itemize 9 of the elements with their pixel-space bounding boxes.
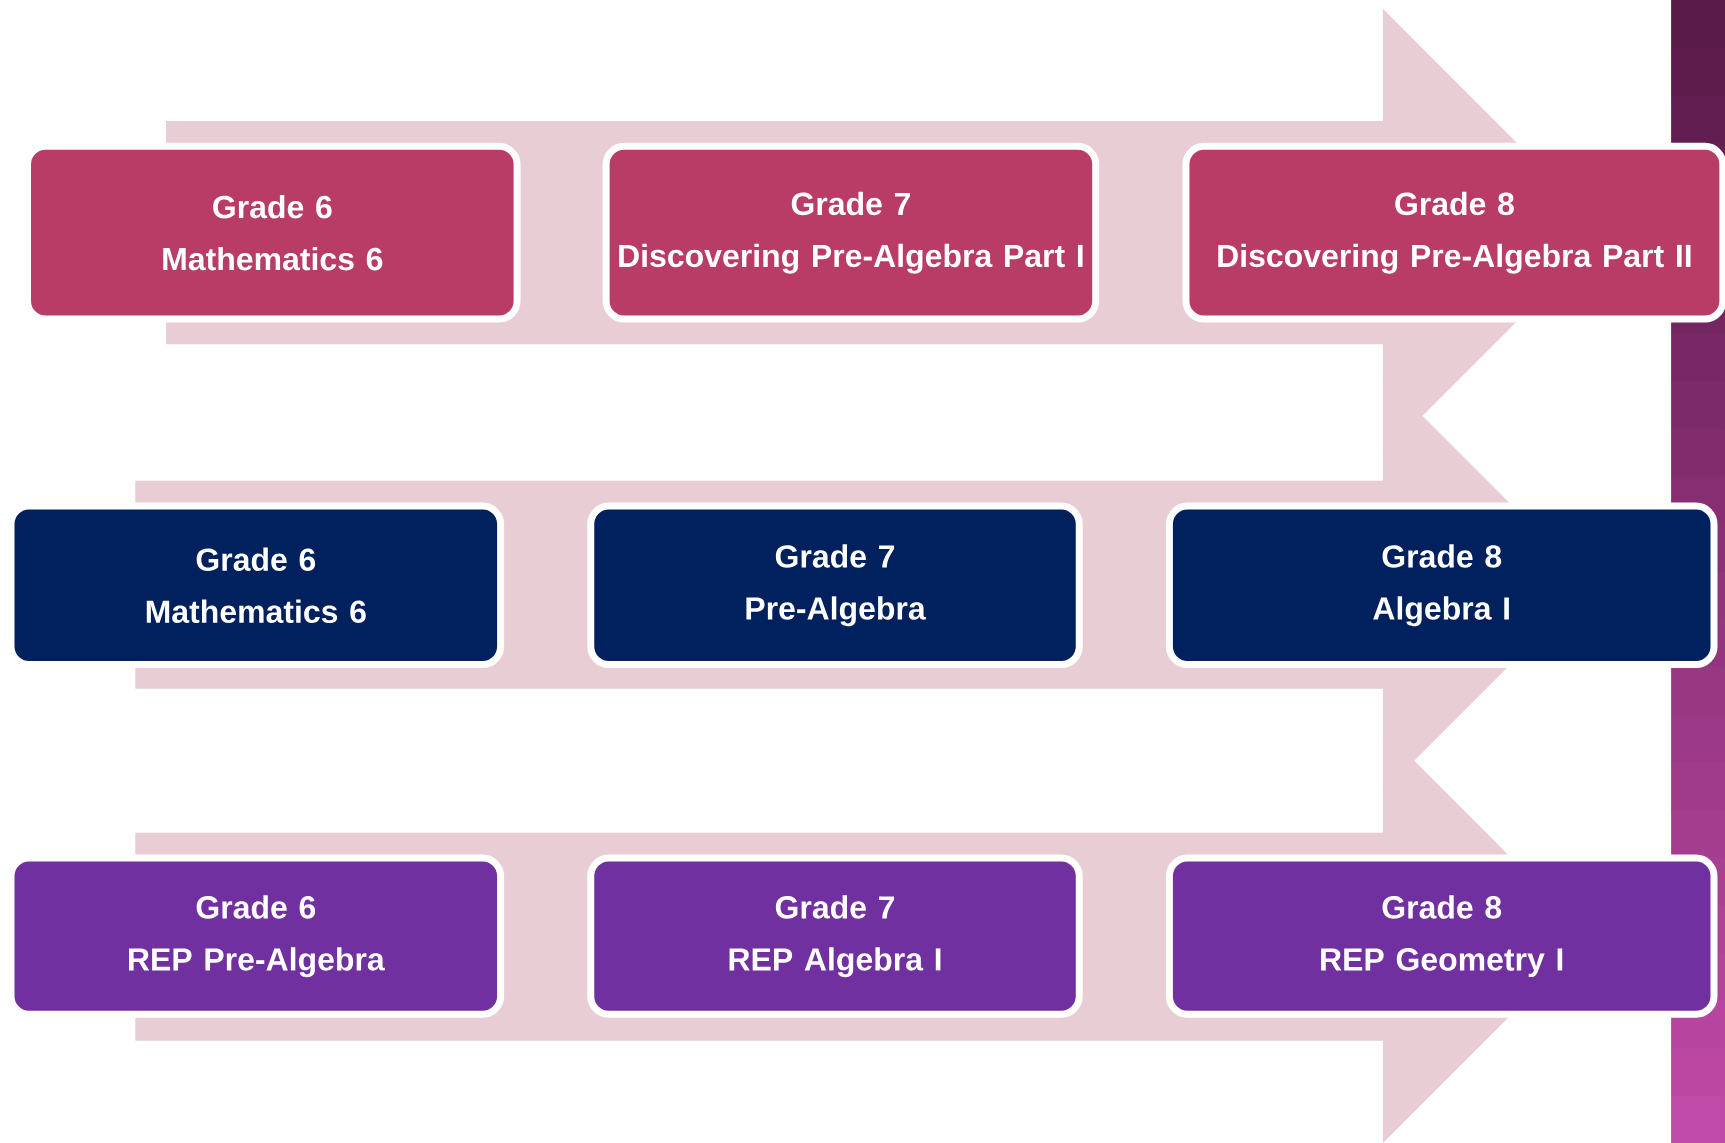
course-box: Grade 6 Mathematics 6 — [7, 502, 505, 668]
course-box: Grade 7 Pre-Algebra — [587, 502, 1083, 668]
course-box: Grade 8 Discovering Pre-Algebra Part II — [1182, 142, 1725, 323]
course-box: Grade 6 Mathematics 6 — [24, 142, 521, 323]
course-box: Grade 7 REP Algebra I — [587, 854, 1083, 1018]
course-box: Grade 6 REP Pre-Algebra — [7, 854, 505, 1018]
course-box: Grade 8 Algebra I — [1165, 502, 1718, 668]
course-box: Grade 8 REP Geometry I — [1165, 854, 1718, 1018]
course-box: Grade 7 Discovering Pre-Algebra Part I — [602, 142, 1100, 323]
